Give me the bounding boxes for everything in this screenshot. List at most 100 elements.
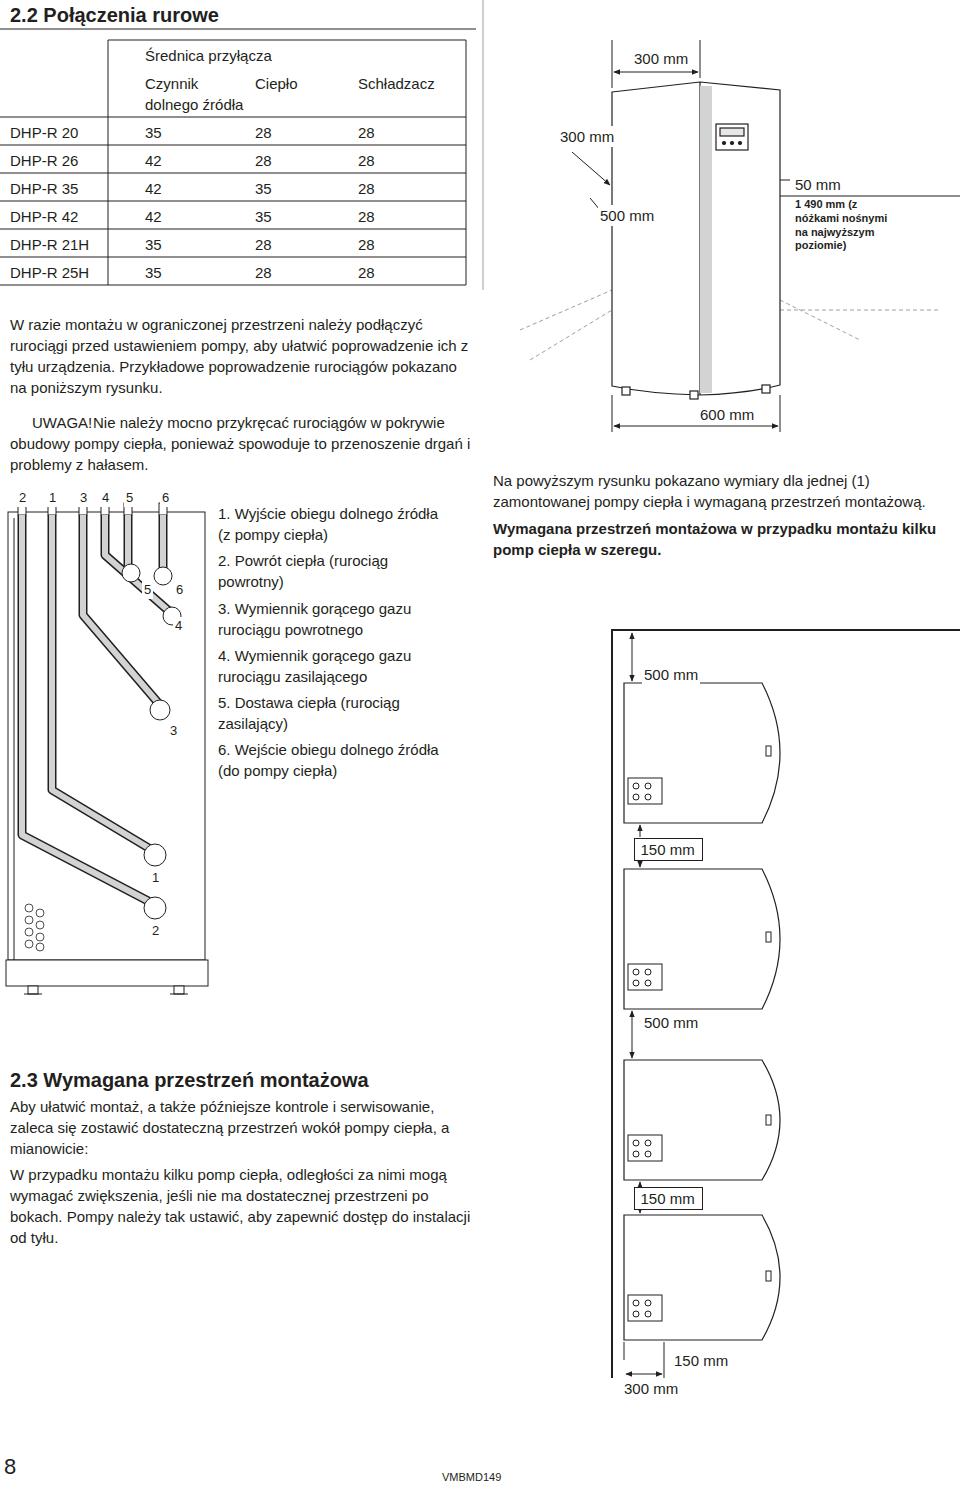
panel-ports [36,943,44,951]
unit-connections [633,1300,639,1306]
dimension-lines [612,40,613,88]
heat-pump-unit [624,1215,780,1340]
pipe-inner [83,515,160,705]
page-title: 2.2 Połączenia rurowe [10,1,219,29]
panel-ports [25,916,33,924]
table-cell: DHP-R 20 [10,122,78,143]
heat-pump-cabinet [716,124,748,150]
pipe-outer [22,515,170,903]
dimension: 300 mm [558,126,616,147]
cabinet-outline [170,994,188,995]
cabinet-outline [6,960,208,986]
table-cell: 35 [255,178,272,199]
unit-connections [633,980,639,986]
pipe-ends [150,700,170,720]
heat-pump-cabinet [612,82,780,399]
table-grid [466,40,467,285]
heat-pump-cabinet [622,387,630,395]
pipe-outer [83,515,160,705]
heat-pump-cabinet [690,391,698,399]
dimension: 300 mm [622,1378,680,1399]
unit-connections [766,1115,771,1125]
callout-number: 6 [160,489,171,507]
pipe-outer [124,515,133,566]
paragraph: Na powyższym rysunku pokazano wymiary dl… [493,470,958,512]
spacing-dimensions [640,825,641,837]
legend-item: 4. Wymiennik gorącego gazu rurociągu zas… [218,645,448,687]
paragraph: W razie montażu w ograniczonej przestrze… [10,314,476,398]
table-cell: DHP-R 26 [10,150,78,171]
table-header: Średnica przyłącza [145,45,272,66]
panel-ports [25,904,33,912]
unit-connections [645,1151,651,1157]
cabinet-outline [174,986,184,994]
pipe-outer [159,515,168,570]
warning-text: Nie należy mocno przykręcać rurociągów w… [10,412,476,475]
floor-outline [530,310,612,360]
dimension-lines [780,180,790,181]
paragraph: W przypadku montażu kilku pomp ciepła, o… [10,1164,476,1248]
heat-pump-unit [624,869,780,1009]
dimension: 500 mm [598,205,656,226]
callout-number: 2 [17,489,28,507]
table-cell: 28 [358,122,375,143]
table-cell: 42 [145,206,162,227]
pipe-ends [122,564,140,582]
dimension-box: 150 mm [634,1187,703,1210]
callout-number: 5 [142,581,153,599]
table-cell: 42 [145,178,162,199]
unit-connections [628,964,662,990]
floor-outline [520,290,612,330]
unit-connections [633,1311,639,1317]
section-heading: 2.3 Wymagana przestrzeń montażowa [10,1066,369,1094]
cabinet-outline [14,518,15,960]
table-cell: 35 [145,122,162,143]
panel-ports [36,909,44,917]
table-cell: 28 [358,262,375,283]
pipe-inner [125,515,131,566]
unit-connections [633,969,639,975]
heat-pump-cabinet [612,82,780,395]
callout-number: 5 [124,489,135,507]
heat-pump-unit [624,683,780,823]
callout-number: 4 [100,489,111,507]
callout-number: 4 [173,617,184,635]
legend-item: 2. Powrót ciepła (rurociąg powrotny) [218,550,448,592]
dimension-note: 1 490 mm (z nóżkami nośnymi na najwyższy… [793,198,897,253]
pipe-ends [144,844,166,866]
pipe-inner [160,515,166,570]
cabinet-outline [6,512,208,994]
table-cell: 28 [358,206,375,227]
unit-connections [633,783,639,789]
document-code: VMBMD149 [440,1470,503,1485]
panel-ports [25,940,33,948]
pipe-inner [105,515,170,612]
dimension-lines [780,196,960,197]
table-cell: DHP-R 21H [10,234,89,255]
callout-number: 3 [78,489,89,507]
callout-number: 1 [47,489,58,507]
unit-connections [645,1300,651,1306]
wall [612,630,960,1378]
unit-connections [645,1140,651,1146]
table-header: Ciepło [255,73,298,94]
table-cell: 42 [145,150,162,171]
dimension: 150 mm [672,1350,730,1371]
table-cell: DHP-R 35 [10,178,78,199]
pipe-outer [105,515,170,612]
legend-item: 6. Wejście obiegu dolnego źródła (do pom… [218,739,448,781]
unit-connections [766,746,771,756]
table-grid [0,229,466,230]
legend-item: 3. Wymiennik gorącego gazu rurociągu pow… [218,598,448,640]
legend-item: 1. Wyjście obiegu dolnego źródła (z pomp… [218,503,448,545]
dimension: 300 mm [632,48,690,69]
pipe-ends [144,897,166,919]
unit-connections [628,746,771,1321]
unit-connections [766,932,771,942]
warning-heading: UWAGA! [32,412,92,433]
cabinet-outline [8,512,205,960]
heat-pump-unit [624,683,780,1340]
table-cell: 28 [358,178,375,199]
panel-ports [25,904,44,951]
table-grid [108,40,109,285]
